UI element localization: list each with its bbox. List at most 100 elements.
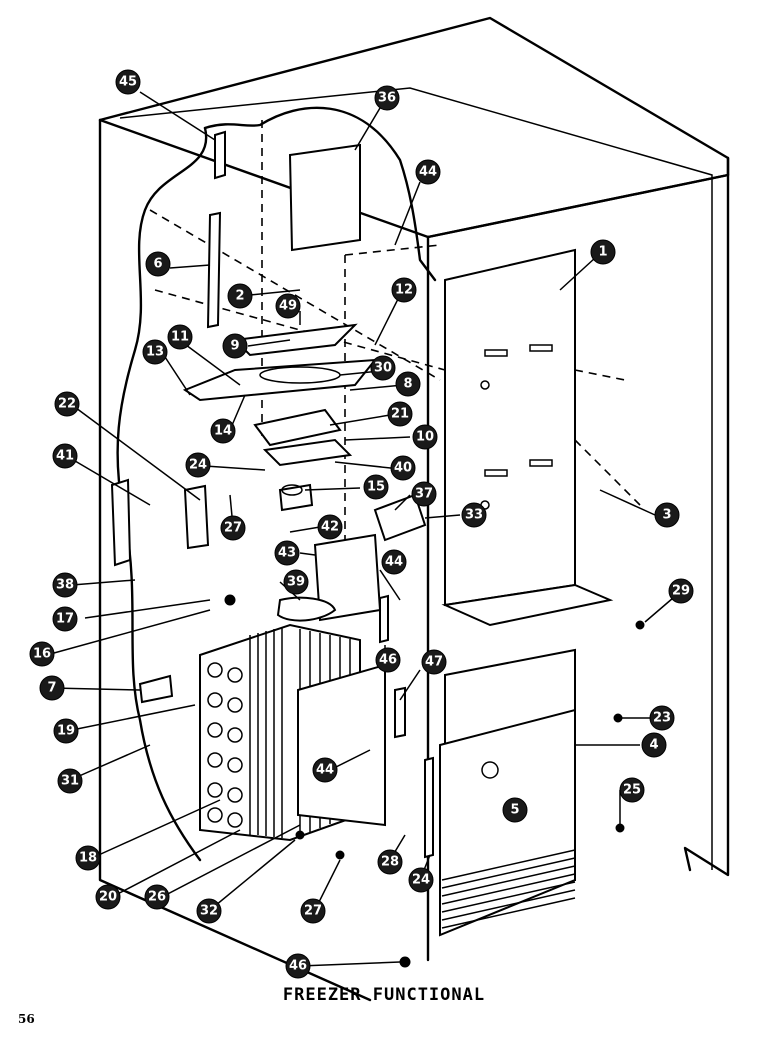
callout-36: 36 [374, 85, 400, 111]
callout-label: 11 [171, 330, 189, 345]
fan-assembly [182, 143, 427, 542]
callout-44-b: 44 [381, 549, 407, 575]
callout-label: 36 [378, 91, 396, 106]
callout-1: 1 [590, 239, 616, 265]
callout-label: 13 [146, 345, 164, 360]
callout-label: 22 [58, 397, 76, 412]
callout-27-a: 27 [220, 515, 246, 541]
callout-label: 44 [385, 555, 403, 570]
callout-label: 5 [510, 803, 519, 818]
callout-30: 30 [370, 355, 396, 381]
callout-label: 42 [321, 520, 339, 535]
lower-panel [439, 648, 576, 937]
callout-32: 32 [196, 898, 222, 924]
callout-49: 49 [275, 293, 301, 319]
callout-2: 2 [227, 283, 253, 309]
callout-38: 38 [52, 572, 78, 598]
callout-47: 47 [421, 649, 447, 675]
callout-label: 7 [47, 681, 56, 696]
callout-label: 18 [79, 851, 97, 866]
callout-label: 25 [623, 783, 641, 798]
callout-label: 10 [416, 430, 434, 445]
callout-label: 24 [189, 458, 207, 473]
leader-lines [51, 91, 681, 967]
callout-43: 43 [274, 540, 300, 566]
diagram-caption: FREEZER FUNCTIONAL [282, 985, 486, 1005]
callout-label: 3 [662, 508, 671, 523]
callout-label: 16 [33, 647, 51, 662]
callout-label: 49 [279, 299, 297, 314]
callout-label: 37 [415, 487, 433, 502]
callout-40: 40 [390, 455, 416, 481]
callout-label: 33 [465, 508, 483, 523]
callout-46-a: 46 [375, 647, 401, 673]
callout-29: 29 [668, 578, 694, 604]
callout-label: 1 [598, 245, 607, 260]
callout-6: 6 [145, 251, 171, 277]
callout-19: 19 [53, 718, 79, 744]
callout-label: 8 [403, 377, 412, 392]
callout-label: 30 [374, 361, 392, 376]
callout-label: 31 [61, 774, 79, 789]
callout-label: 46 [379, 653, 397, 668]
callout-label: 47 [425, 655, 443, 670]
callout-24-a: 24 [185, 452, 211, 478]
callout-9: 9 [222, 333, 248, 359]
callout-label: 17 [56, 612, 74, 627]
callout-label: 20 [99, 890, 117, 905]
callout-26: 26 [144, 884, 170, 910]
callout-7: 7 [39, 675, 65, 701]
callout-42: 42 [317, 514, 343, 540]
callout-15: 15 [363, 474, 389, 500]
callout-label: 39 [287, 575, 305, 590]
callout-3: 3 [654, 502, 680, 528]
callout-label: 23 [653, 711, 671, 726]
callout-label: 12 [395, 283, 413, 298]
callout-label: 2 [235, 289, 244, 304]
callout-label: 44 [419, 165, 437, 180]
back-panel [441, 248, 641, 627]
callout-37: 37 [411, 481, 437, 507]
callout-10: 10 [412, 424, 438, 450]
callout-8: 8 [395, 371, 421, 397]
callout-44-a: 44 [415, 159, 441, 185]
callout-4: 4 [641, 732, 667, 758]
callout-label: 40 [394, 461, 412, 476]
callout-label: 28 [381, 855, 399, 870]
callout-13: 13 [142, 339, 168, 365]
callout-label: 44 [316, 763, 334, 778]
callout-41: 41 [52, 443, 78, 469]
callout-label: 27 [224, 521, 242, 536]
callout-46-b: 46 [285, 953, 311, 979]
callout-27-b: 27 [300, 898, 326, 924]
callout-label: 46 [289, 959, 307, 974]
callout-label: 9 [230, 339, 239, 354]
callout-label: 32 [200, 904, 218, 919]
callout-22: 22 [54, 391, 80, 417]
callout-23: 23 [649, 705, 675, 731]
callout-label: 19 [57, 724, 75, 739]
cabinet-outline [98, 16, 730, 1002]
callout-31: 31 [57, 768, 83, 794]
callout-5: 5 [502, 797, 528, 823]
callout-25: 25 [619, 777, 645, 803]
callout-label: 43 [278, 546, 296, 561]
callout-33: 33 [461, 502, 487, 528]
callout-24-b: 24 [408, 867, 434, 893]
callout-20: 20 [95, 884, 121, 910]
callout-label: 6 [153, 257, 162, 272]
page-number: 56 [18, 1012, 35, 1026]
callout-label: 21 [391, 407, 409, 422]
callout-45-a: 45 [115, 69, 141, 95]
callout-label: 15 [367, 480, 385, 495]
callout-label: 45 [119, 75, 137, 90]
callout-label: 38 [56, 578, 74, 593]
callout-44-c: 44 [312, 757, 338, 783]
callout-label: 14 [214, 424, 232, 439]
callout-39: 39 [283, 569, 309, 595]
callout-label: 29 [672, 584, 690, 599]
callout-label: 4 [649, 738, 658, 753]
callout-11: 11 [167, 324, 193, 350]
evaporator-coil [199, 623, 386, 842]
